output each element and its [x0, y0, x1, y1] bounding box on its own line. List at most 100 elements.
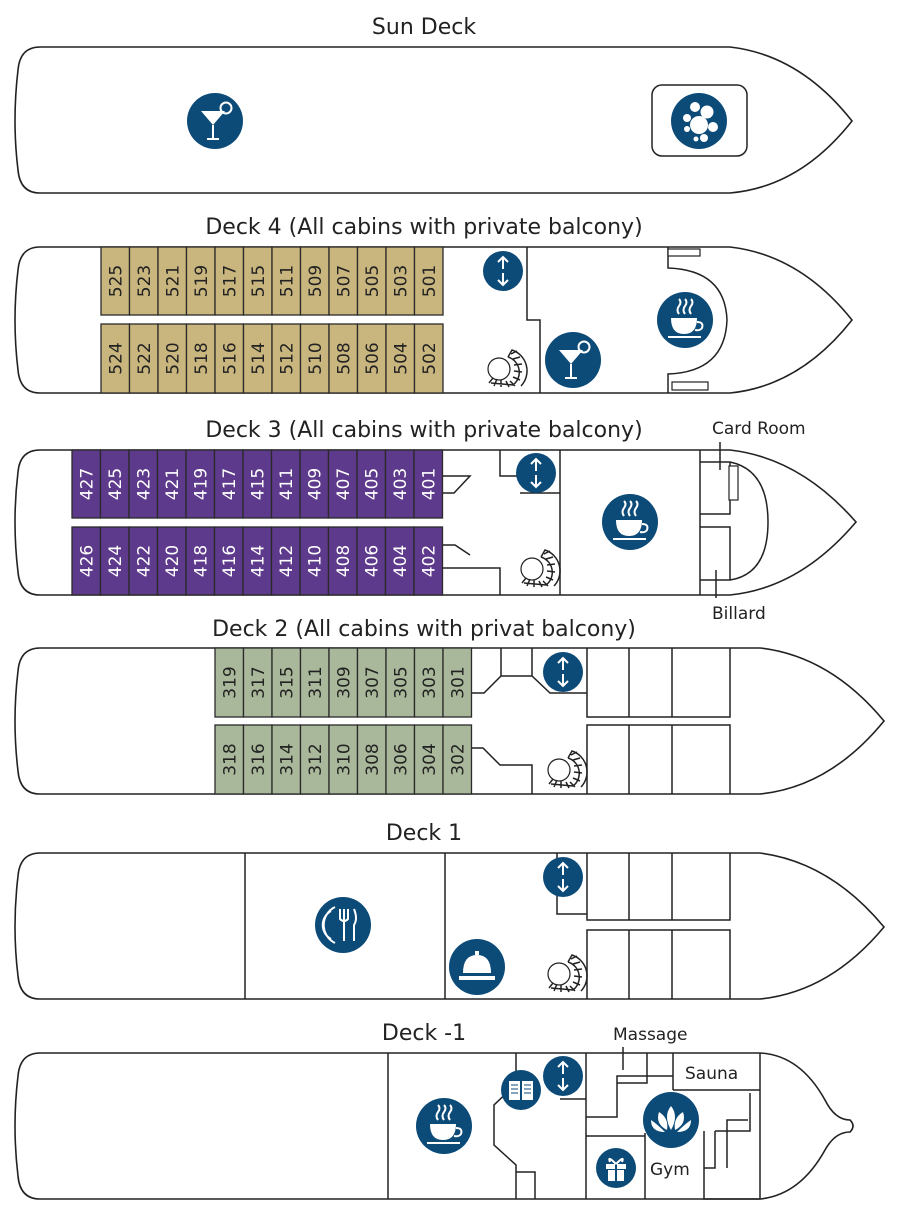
cabin-box[interactable] — [271, 724, 302, 795]
cabin-box[interactable] — [214, 246, 245, 316]
cabin-316[interactable]: 316 — [242, 724, 273, 795]
cabin-box[interactable] — [299, 526, 330, 596]
cabin-301[interactable]: 301 — [442, 647, 473, 718]
cabin-511[interactable]: 511 — [271, 246, 302, 316]
cabin-509[interactable]: 509 — [299, 246, 330, 316]
cabin-box[interactable] — [299, 323, 330, 394]
cabin-524[interactable]: 524 — [100, 323, 131, 394]
spa-icon[interactable] — [643, 1092, 699, 1148]
cabin-box[interactable] — [242, 724, 273, 795]
cabin-520[interactable]: 520 — [157, 323, 188, 394]
cabin-418[interactable]: 418 — [185, 526, 216, 596]
cabin-box[interactable] — [299, 246, 330, 316]
gift-shop-icon[interactable] — [596, 1148, 636, 1188]
cabin-419[interactable]: 419 — [185, 449, 216, 519]
cabin-406[interactable]: 406 — [356, 526, 387, 596]
cabin-411[interactable]: 411 — [270, 449, 301, 519]
cabin-box[interactable] — [242, 246, 273, 316]
cabin-415[interactable]: 415 — [242, 449, 273, 519]
cabin-410[interactable]: 410 — [299, 526, 330, 596]
cabin-519[interactable]: 519 — [185, 246, 216, 316]
cabin-503[interactable]: 503 — [385, 246, 416, 316]
cabin-505[interactable]: 505 — [356, 246, 387, 316]
cabin-407[interactable]: 407 — [327, 449, 358, 519]
cabin-box[interactable] — [385, 246, 416, 316]
cabin-402[interactable]: 402 — [413, 526, 444, 596]
cabin-306[interactable]: 306 — [385, 724, 416, 795]
elevator-icon[interactable] — [515, 452, 557, 494]
cabin-box[interactable] — [128, 246, 159, 316]
cabin-box[interactable] — [213, 449, 244, 519]
cabin-box[interactable] — [356, 647, 387, 718]
coffee-lounge-icon[interactable] — [656, 291, 714, 349]
cabin-423[interactable]: 423 — [128, 449, 159, 519]
cabin-515[interactable]: 515 — [242, 246, 273, 316]
cabin-319[interactable]: 319 — [214, 647, 245, 718]
elevator-icon[interactable] — [482, 250, 524, 292]
cabin-box[interactable] — [185, 526, 216, 596]
cabin-box[interactable] — [413, 323, 444, 394]
cabin-414[interactable]: 414 — [242, 526, 273, 596]
whirlpool-icon[interactable] — [671, 93, 727, 149]
cabin-314[interactable]: 314 — [271, 724, 302, 795]
cabin-box[interactable] — [356, 526, 387, 596]
cabin-401[interactable]: 401 — [413, 449, 444, 519]
cocktail-bar-icon[interactable] — [544, 331, 602, 389]
cabin-404[interactable]: 404 — [384, 526, 415, 596]
cabin-403[interactable]: 403 — [384, 449, 415, 519]
cabin-box[interactable] — [100, 323, 131, 394]
cabin-box[interactable] — [328, 323, 359, 394]
cabin-412[interactable]: 412 — [270, 526, 301, 596]
elevator-icon[interactable] — [542, 856, 584, 898]
cabin-523[interactable]: 523 — [128, 246, 159, 316]
cabin-521[interactable]: 521 — [157, 246, 188, 316]
cabin-302[interactable]: 302 — [442, 724, 473, 795]
cabin-516[interactable]: 516 — [214, 323, 245, 394]
cabin-box[interactable] — [99, 526, 130, 596]
cabin-box[interactable] — [242, 526, 273, 596]
cabin-box[interactable] — [328, 647, 359, 718]
cabin-box[interactable] — [385, 647, 416, 718]
cabin-409[interactable]: 409 — [299, 449, 330, 519]
cabin-514[interactable]: 514 — [242, 323, 273, 394]
cabin-box[interactable] — [242, 647, 273, 718]
cabin-421[interactable]: 421 — [156, 449, 187, 519]
restaurant-icon[interactable] — [315, 897, 371, 953]
cabin-box[interactable] — [128, 526, 159, 596]
cabin-318[interactable]: 318 — [214, 724, 245, 795]
cocktail-bar-icon[interactable] — [186, 92, 244, 150]
cabin-box[interactable] — [214, 647, 245, 718]
cabin-box[interactable] — [213, 526, 244, 596]
cabin-box[interactable] — [413, 724, 444, 795]
cabin-308[interactable]: 308 — [356, 724, 387, 795]
cabin-box[interactable] — [214, 323, 245, 394]
cabin-box[interactable] — [299, 449, 330, 519]
coffee-lounge-icon[interactable] — [601, 493, 659, 551]
cabin-box[interactable] — [413, 246, 444, 316]
cabin-box[interactable] — [157, 323, 188, 394]
reception-icon[interactable] — [449, 939, 505, 995]
cabin-box[interactable] — [71, 526, 102, 596]
cabin-box[interactable] — [270, 526, 301, 596]
cabin-box[interactable] — [356, 449, 387, 519]
cabin-305[interactable]: 305 — [385, 647, 416, 718]
cabin-box[interactable] — [327, 449, 358, 519]
cabin-box[interactable] — [299, 647, 330, 718]
cabin-518[interactable]: 518 — [185, 323, 216, 394]
elevator-icon[interactable] — [542, 1055, 584, 1097]
cabin-501[interactable]: 501 — [413, 246, 444, 316]
cabin-box[interactable] — [442, 724, 473, 795]
cabin-box[interactable] — [327, 526, 358, 596]
cabin-317[interactable]: 317 — [242, 647, 273, 718]
cabin-312[interactable]: 312 — [299, 724, 330, 795]
library-icon[interactable] — [501, 1070, 541, 1110]
cabin-502[interactable]: 502 — [413, 323, 444, 394]
cabin-box[interactable] — [100, 246, 131, 316]
cabin-box[interactable] — [185, 246, 216, 316]
cabin-box[interactable] — [157, 246, 188, 316]
cabin-box[interactable] — [270, 449, 301, 519]
cabin-405[interactable]: 405 — [356, 449, 387, 519]
cabin-506[interactable]: 506 — [356, 323, 387, 394]
cabin-307[interactable]: 307 — [356, 647, 387, 718]
elevator-icon[interactable] — [542, 651, 584, 693]
